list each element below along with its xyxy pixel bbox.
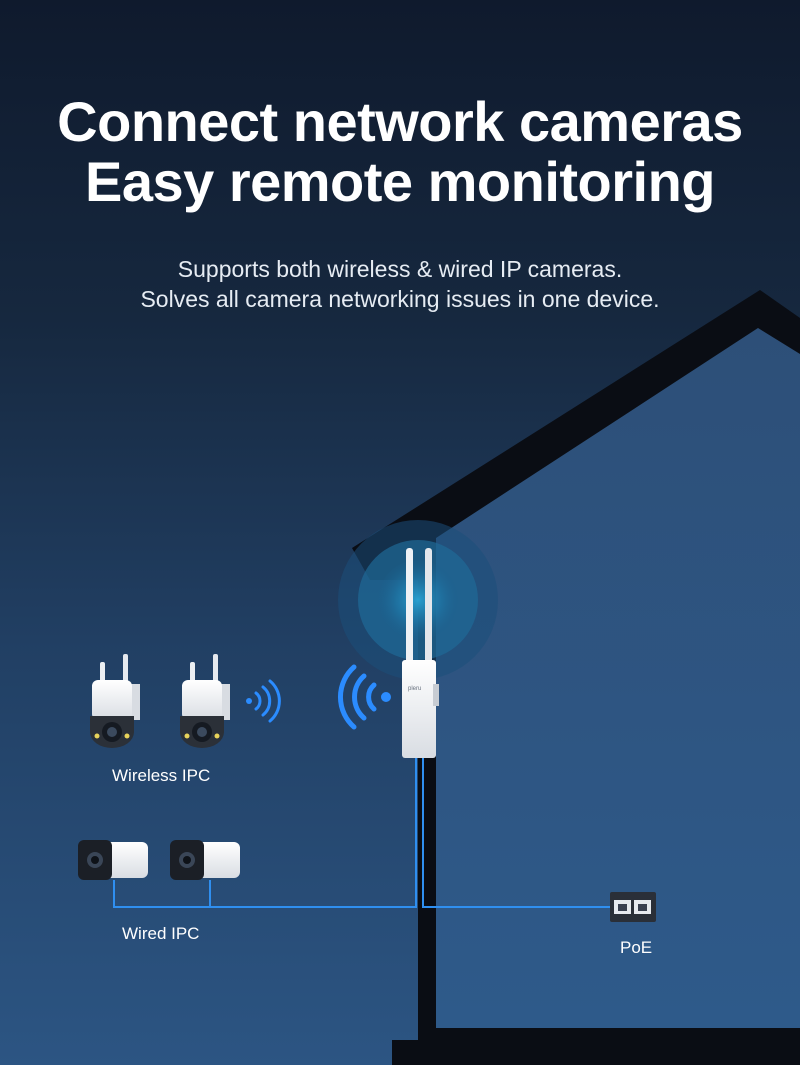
dome-camera-icon: [180, 654, 230, 748]
signal-glow: [338, 520, 498, 680]
wireless-ipc-label: Wireless IPC: [112, 766, 211, 785]
page-headline: Connect network cameras Easy remote moni…: [0, 92, 800, 212]
headline-line-1: Connect network cameras: [57, 90, 743, 153]
subtitle-line-1: Supports both wireless & wired IP camera…: [177, 256, 623, 282]
page-subtitle: Supports both wireless & wired IP camera…: [0, 254, 800, 314]
network-cables: [113, 758, 612, 908]
access-point-icon: pleru: [402, 548, 439, 758]
bullet-camera-icon: [78, 840, 148, 880]
bullet-camera-icon: [170, 840, 240, 880]
poe-label: PoE: [620, 938, 653, 957]
dome-camera-icon: [90, 654, 140, 748]
poe-injector-icon: [610, 892, 656, 922]
headline-line-2: Easy remote monitoring: [84, 150, 716, 213]
house-outline: [352, 290, 800, 1065]
wifi-signal-icon: [246, 679, 281, 723]
wifi-signal-icon: [338, 664, 391, 730]
wired-ipc-label: Wired IPC: [122, 924, 200, 943]
subtitle-line-2: Solves all camera networking issues in o…: [140, 286, 660, 312]
device-brand-text: pleru: [408, 686, 421, 692]
